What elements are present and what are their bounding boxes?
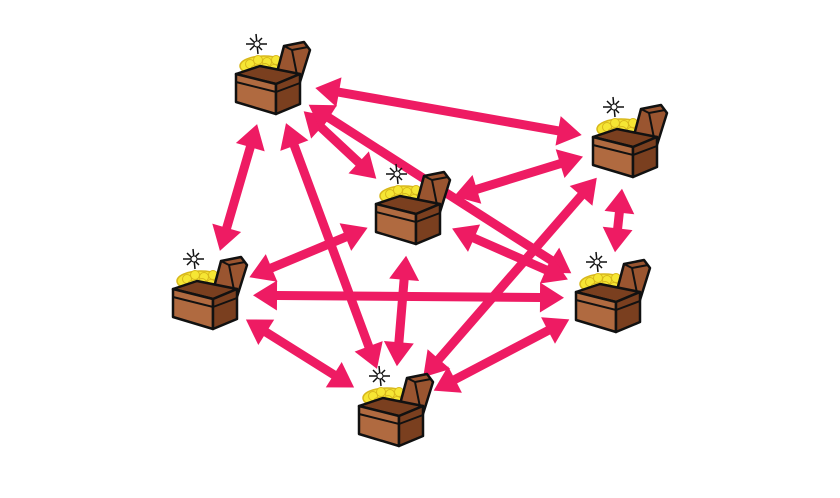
edge-center-to-bottom — [383, 255, 420, 367]
chest-center-treasure-chest-icon — [374, 163, 452, 246]
nodes-layer — [171, 33, 669, 448]
chest-right-treasure-chest-icon — [574, 251, 652, 334]
edge-top-right-to-right — [602, 188, 635, 253]
edge-left-to-bottom — [245, 319, 355, 388]
edge-center-to-right — [452, 224, 568, 284]
edge-top-right-to-bottom — [423, 177, 597, 378]
edges-layer — [212, 77, 635, 393]
edge-top-right-to-center — [454, 149, 583, 204]
edge-left-to-right — [253, 280, 564, 313]
chest-top-right-treasure-chest-icon — [591, 96, 669, 179]
edge-top-left-to-left — [212, 124, 265, 251]
edge-top-left-to-top-right — [315, 77, 582, 146]
edge-right-to-bottom — [433, 317, 570, 393]
chest-left-treasure-chest-icon — [171, 248, 249, 331]
chest-top-left-treasure-chest-icon — [234, 33, 312, 116]
edge-center-to-left — [249, 223, 368, 282]
chest-bottom-treasure-chest-icon — [357, 365, 435, 448]
